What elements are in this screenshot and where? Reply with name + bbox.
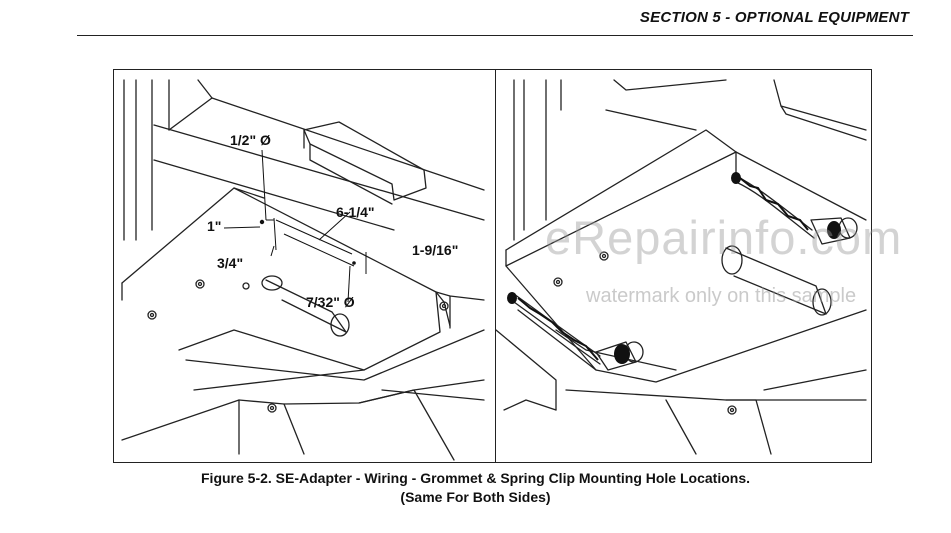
header-rule bbox=[77, 35, 913, 36]
figure-frame: 1/2" Ø 1" 3/4" 6-1/4" 1-9/16" 7/32" Ø bbox=[113, 69, 872, 463]
dim-label-hole-diameter: 1/2" Ø bbox=[230, 132, 271, 148]
panel-divider bbox=[495, 70, 497, 462]
wiring-installation-drawing bbox=[496, 79, 867, 455]
figure-caption: Figure 5-2. SE-Adapter - Wiring - Gromme… bbox=[201, 470, 750, 486]
dim-label-three-quarter: 3/4" bbox=[217, 255, 244, 271]
watermark-site: eRepairinfo.com bbox=[545, 211, 903, 264]
left-illustration-panel: 1/2" Ø 1" 3/4" 6-1/4" 1-9/16" 7/32" Ø bbox=[114, 70, 495, 462]
dim-label-six-and-quarter: 6-1/4" bbox=[336, 204, 375, 220]
section-title: SECTION 5 - OPTIONAL EQUIPMENT bbox=[639, 9, 909, 26]
dim-label-one-nine-sixteenths: 1-9/16" bbox=[412, 242, 459, 258]
watermark-note: watermark only on this sample bbox=[586, 285, 857, 307]
dim-label-one-inch: 1" bbox=[207, 218, 222, 234]
bracket-dimension-drawing bbox=[121, 79, 485, 461]
figure-caption-subtitle: (Same For Both Sides) bbox=[400, 489, 551, 505]
right-illustration-panel bbox=[496, 70, 871, 462]
dim-label-small-hole-diameter: 7/32" Ø bbox=[306, 294, 355, 310]
